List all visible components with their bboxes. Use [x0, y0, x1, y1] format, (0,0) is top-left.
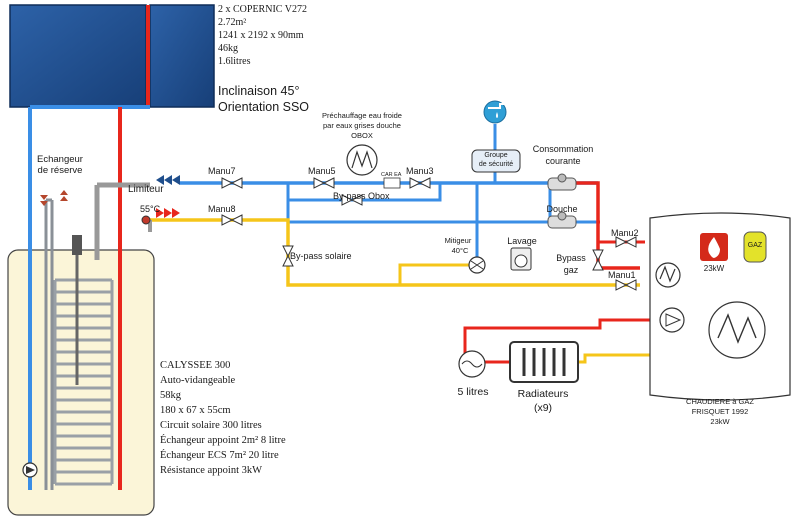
- tap-douche-icon: [547, 211, 577, 229]
- boiler-caption-3: 23kW: [710, 417, 730, 426]
- bypass-solaire-label: By-pass solaire: [290, 251, 352, 261]
- limiter-label: Limiteur: [128, 184, 164, 195]
- bypass-gaz-label-1: Bypass: [556, 253, 586, 263]
- consommation-label-1: Consommation: [532, 144, 594, 154]
- limiter-temp: 55°C: [140, 204, 161, 214]
- electric-resistance: [72, 235, 82, 255]
- gas-bottle-label: GAZ: [747, 242, 763, 249]
- solar-panel-left: [9, 4, 147, 108]
- mitigeur-label: Mitigeur: [444, 236, 472, 245]
- manu7-label: Manu7: [208, 166, 236, 176]
- hot-distribution-red: [565, 181, 640, 270]
- manu2-label: Manu2: [611, 228, 639, 238]
- bypass-gaz-label-2: gaz: [563, 265, 579, 275]
- obox-caption-2: par eaux grises douche: [323, 121, 401, 130]
- valve-manu5[interactable]: [313, 177, 335, 189]
- valve-manu7[interactable]: [221, 177, 243, 189]
- tank-weight: 58kg: [160, 390, 181, 401]
- limiter-valve[interactable]: [141, 215, 151, 225]
- valve-manu8[interactable]: [221, 214, 243, 226]
- panel-dimensions: 1241 x 2192 x 90mm: [218, 30, 304, 41]
- security-group-line1: Groupe: [484, 152, 508, 159]
- valve-bypass-obox[interactable]: [341, 194, 363, 206]
- manu1-label: Manu1: [608, 270, 636, 280]
- solar-panel-right: [149, 4, 215, 108]
- radiator-return: [578, 353, 655, 364]
- tap-consommation-icon: [547, 173, 577, 191]
- radiators-label-2: (x9): [533, 402, 553, 414]
- security-group: [471, 149, 521, 173]
- valve-bypass-solaire[interactable]: [282, 245, 294, 267]
- obox-caption-1: Préchauffage eau froide: [322, 111, 402, 120]
- manu8-label: Manu8: [208, 204, 236, 214]
- expansion-label: 5 litres: [457, 386, 489, 398]
- mitigeur-temp: 40°C: [451, 246, 469, 255]
- security-group-line2: de sécurité: [478, 161, 514, 168]
- boiler-caption-2: FRISQUET 1992: [691, 407, 749, 416]
- car-ea-label: CAR EA: [381, 172, 402, 178]
- boiler-power-label: 23kW: [703, 264, 725, 273]
- boiler-caption-1: CHAUDIERE à GAZ: [686, 397, 754, 406]
- tank-resistance: Résistance appoint 3kW: [160, 465, 263, 476]
- reserve-exchanger-label: Echangeur de réserve: [37, 154, 83, 176]
- lavage-label: Lavage: [507, 236, 537, 246]
- tank-model: CALYSSEE 300: [160, 360, 231, 371]
- panel-volume: 1.6litres: [218, 56, 251, 67]
- heat-exchanger-coil: [53, 278, 114, 486]
- consommation-label-2: courante: [545, 156, 581, 166]
- manu5-label: Manu5: [308, 166, 336, 176]
- car-ea-check-valve: [383, 177, 401, 189]
- tank-exchanger-2: Échangeur appoint 2m² 8 litre: [160, 435, 286, 446]
- douche-label: Douche: [546, 204, 578, 214]
- tank-type: Auto-vidangeable: [160, 375, 236, 386]
- valve-manu2[interactable]: [615, 236, 637, 248]
- valve-manu1[interactable]: [615, 279, 637, 291]
- panel-model: 2 x COPERNIC V272: [218, 4, 307, 15]
- radiator-flow: [463, 318, 655, 362]
- panel-area: 2.72m²: [218, 17, 247, 28]
- bypass-obox-label: By-pass Obox: [333, 191, 390, 201]
- panel-tilt: Inclinaison 45°: [218, 84, 300, 98]
- flow-arrows: [40, 175, 180, 218]
- panel-weight: 46kg: [218, 43, 238, 54]
- tank-solar-circuit: Circuit solaire 300 litres: [160, 420, 262, 431]
- manu3-label: Manu3: [406, 166, 434, 176]
- gas-bottle-icon: [743, 231, 767, 263]
- tank-dimensions: 180 x 67 x 55cm: [160, 405, 231, 416]
- valve-bypass-gaz[interactable]: [592, 249, 604, 271]
- valve-manu3[interactable]: [409, 177, 431, 189]
- obox-caption-3: OBOX: [351, 131, 373, 140]
- obox-exchanger: [346, 144, 378, 176]
- panel-orientation: Orientation SSO: [218, 100, 310, 114]
- radiators-label-1: Radiateurs: [517, 388, 569, 400]
- boiler-main-exchanger: [708, 301, 766, 359]
- tank-exchanger-ecs: Échangeur ECS 7m² 20 litre: [160, 450, 279, 461]
